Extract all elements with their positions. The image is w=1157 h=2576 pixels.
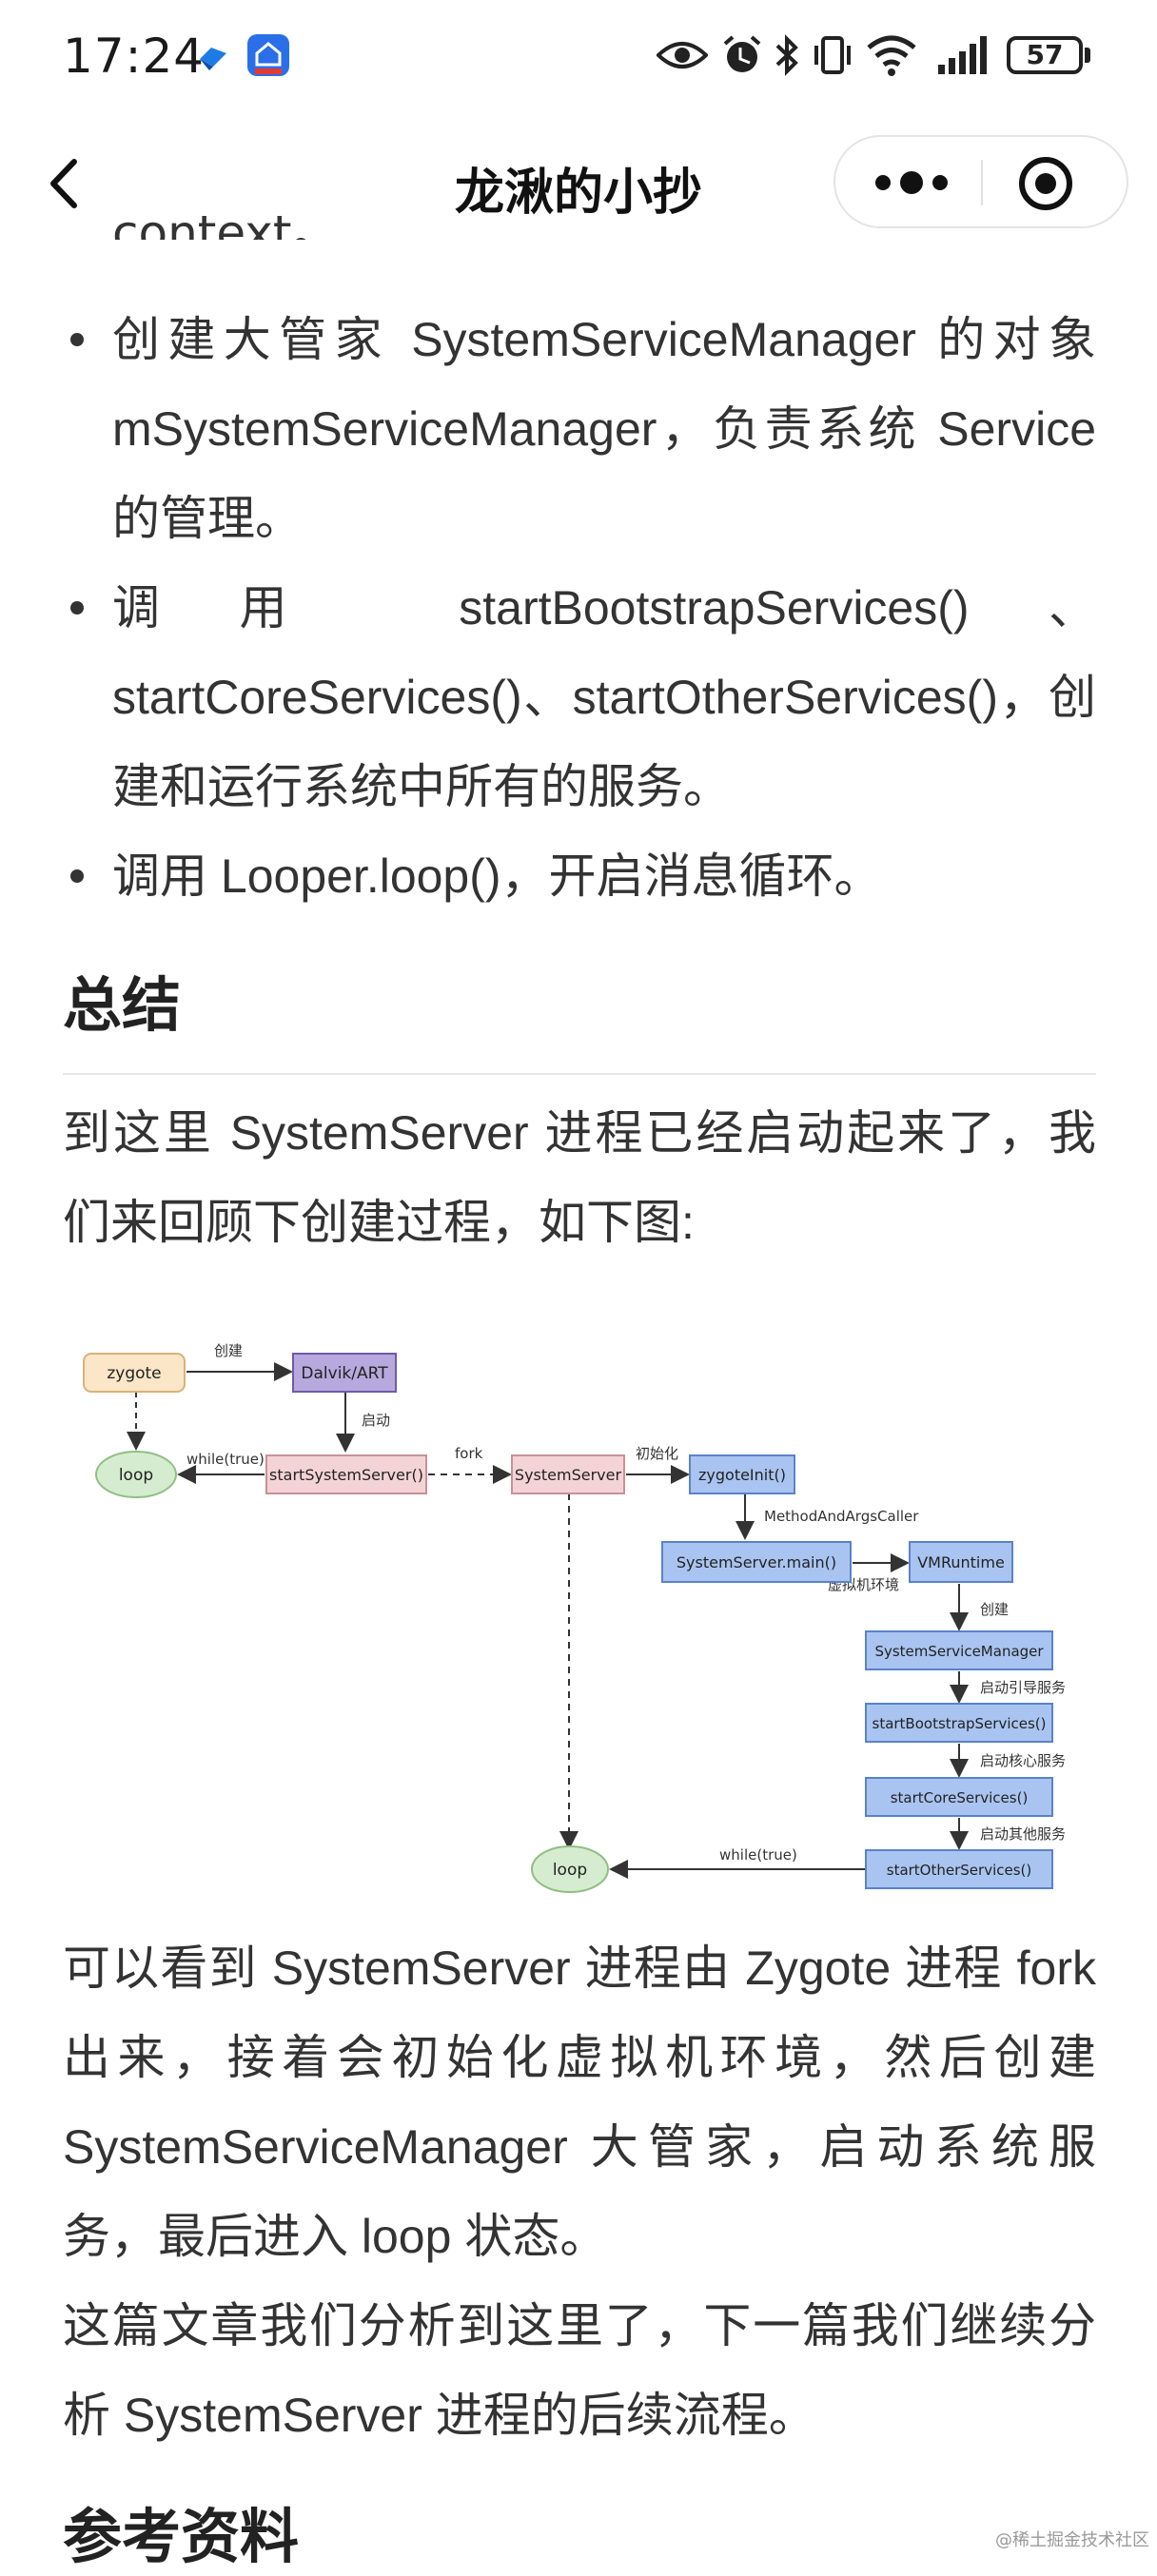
nav-bar: 龙湫的小抄	[0, 124, 1157, 247]
node-loop-1-label: loop	[119, 1466, 153, 1485]
node-zygote-init: zygoteInit()	[689, 1454, 795, 1494]
eye-icon	[657, 42, 708, 68]
node-system-server-main: SystemServer.main()	[661, 1541, 852, 1583]
cut-off-text: context。	[112, 205, 340, 240]
node-vm-runtime-label: VMRuntime	[917, 1553, 1005, 1571]
article-body-continued: 可以看到 SystemServer 进程由 Zygote 进程 fork 出来，…	[63, 1923, 1096, 2576]
status-bar: 17:24 57	[0, 0, 1157, 124]
edge-label-boot-services: 启动引导服务	[980, 1679, 1066, 1696]
node-start-system-server-label: startSystemServer()	[269, 1466, 423, 1484]
node-dalvik: Dalvik/ART	[292, 1353, 397, 1393]
edge-label-start: 启动	[362, 1412, 390, 1429]
node-system-server-main-label: SystemServer.main()	[677, 1553, 836, 1571]
edge-label-fork: fork	[455, 1445, 483, 1462]
section-heading-references: 参考资料	[63, 2505, 300, 2570]
edge-label-method-args-caller: MethodAndArgsCaller	[764, 1508, 919, 1525]
edge-label-init: 初始化	[636, 1445, 678, 1462]
more-dots-icon[interactable]	[864, 156, 959, 209]
status-time: 17:24	[63, 29, 206, 84]
vibrate-icon	[814, 36, 851, 74]
watermark: @稀土掘金技术社区	[995, 2530, 1149, 2550]
app-badge-icon	[200, 48, 226, 70]
edge-label-while-true-1: while(true)	[186, 1451, 265, 1468]
capsule-divider	[981, 160, 983, 205]
wifi-icon	[867, 35, 916, 76]
node-loop-1: loop	[95, 1451, 177, 1498]
node-ssm-label: SystemServiceManager	[874, 1643, 1044, 1660]
target-circle-icon[interactable]	[1016, 154, 1075, 213]
list-item: 创建大管家 SystemServiceManager 的对象 mSystemSe…	[63, 295, 1096, 563]
node-core-label: startCoreServices()	[891, 1789, 1029, 1806]
mini-program-capsule	[833, 135, 1128, 228]
battery-tip	[1085, 48, 1090, 63]
node-loop-2-label: loop	[553, 1861, 587, 1880]
section-heading-summary: 总结	[63, 973, 182, 1039]
node-other: startOtherServices()	[865, 1849, 1053, 1889]
signal-icon	[938, 36, 987, 74]
summary-intro: 到这里 SystemServer 进程已经启动起来了，我们来回顾下创建过程，如下…	[63, 1106, 1096, 1249]
list-item: 调用 Looper.loop()，开启消息循环。	[63, 831, 1096, 921]
edge-label-other-services: 启动其他服务	[980, 1825, 1066, 1843]
alarm-icon	[723, 35, 761, 72]
node-bootstrap: startBootstrapServices()	[865, 1703, 1053, 1743]
heading-divider	[63, 1073, 1096, 1075]
node-ssm: SystemServiceManager	[865, 1630, 1053, 1670]
systemserver-flow-diagram: 创建 启动 while(true) fork 初始化 MethodAndArgs…	[83, 1342, 1066, 1893]
node-vm-runtime: VMRuntime	[909, 1541, 1013, 1583]
list-item: 调用 startBootstrapServices()、startCoreSer…	[63, 563, 1096, 831]
edge-label-core-services: 启动核心服务	[980, 1752, 1066, 1769]
node-zygote-init-label: zygoteInit()	[698, 1466, 786, 1484]
node-zygote: zygote	[83, 1353, 186, 1393]
node-dalvik-label: Dalvik/ART	[301, 1364, 388, 1383]
summary-after: 可以看到 SystemServer 进程由 Zygote 进程 fork 出来，…	[63, 1942, 1096, 2263]
edge-label-create: 创建	[214, 1342, 243, 1359]
edge-label-create2: 创建	[980, 1601, 1009, 1618]
closing-paragraph: 这篇文章我们分析到这里了，下一篇我们继续分析 SystemServer 进程的后…	[63, 2299, 1096, 2442]
page-title: 龙湫的小抄	[454, 165, 702, 222]
edge-label-while-true-2: while(true)	[719, 1846, 797, 1864]
node-start-system-server: startSystemServer()	[265, 1454, 427, 1494]
node-loop-2: loop	[531, 1845, 609, 1893]
node-core: startCoreServices()	[865, 1777, 1053, 1817]
back-chevron-icon[interactable]	[38, 150, 95, 217]
battery-icon: 57	[1007, 36, 1083, 74]
bluetooth-icon	[775, 34, 798, 76]
node-system-server-label: SystemServer	[515, 1466, 622, 1484]
article-body: 创建大管家 SystemServiceManager 的对象 mSystemSe…	[63, 295, 1096, 1267]
node-zygote-label: zygote	[107, 1364, 161, 1383]
node-system-server: SystemServer	[511, 1454, 625, 1494]
node-bootstrap-label: startBootstrapServices()	[873, 1715, 1047, 1732]
node-other-label: startOtherServices()	[887, 1862, 1031, 1879]
bullet-list: 创建大管家 SystemServiceManager 的对象 mSystemSe…	[63, 295, 1096, 921]
app-badge-icon-2	[247, 34, 289, 76]
